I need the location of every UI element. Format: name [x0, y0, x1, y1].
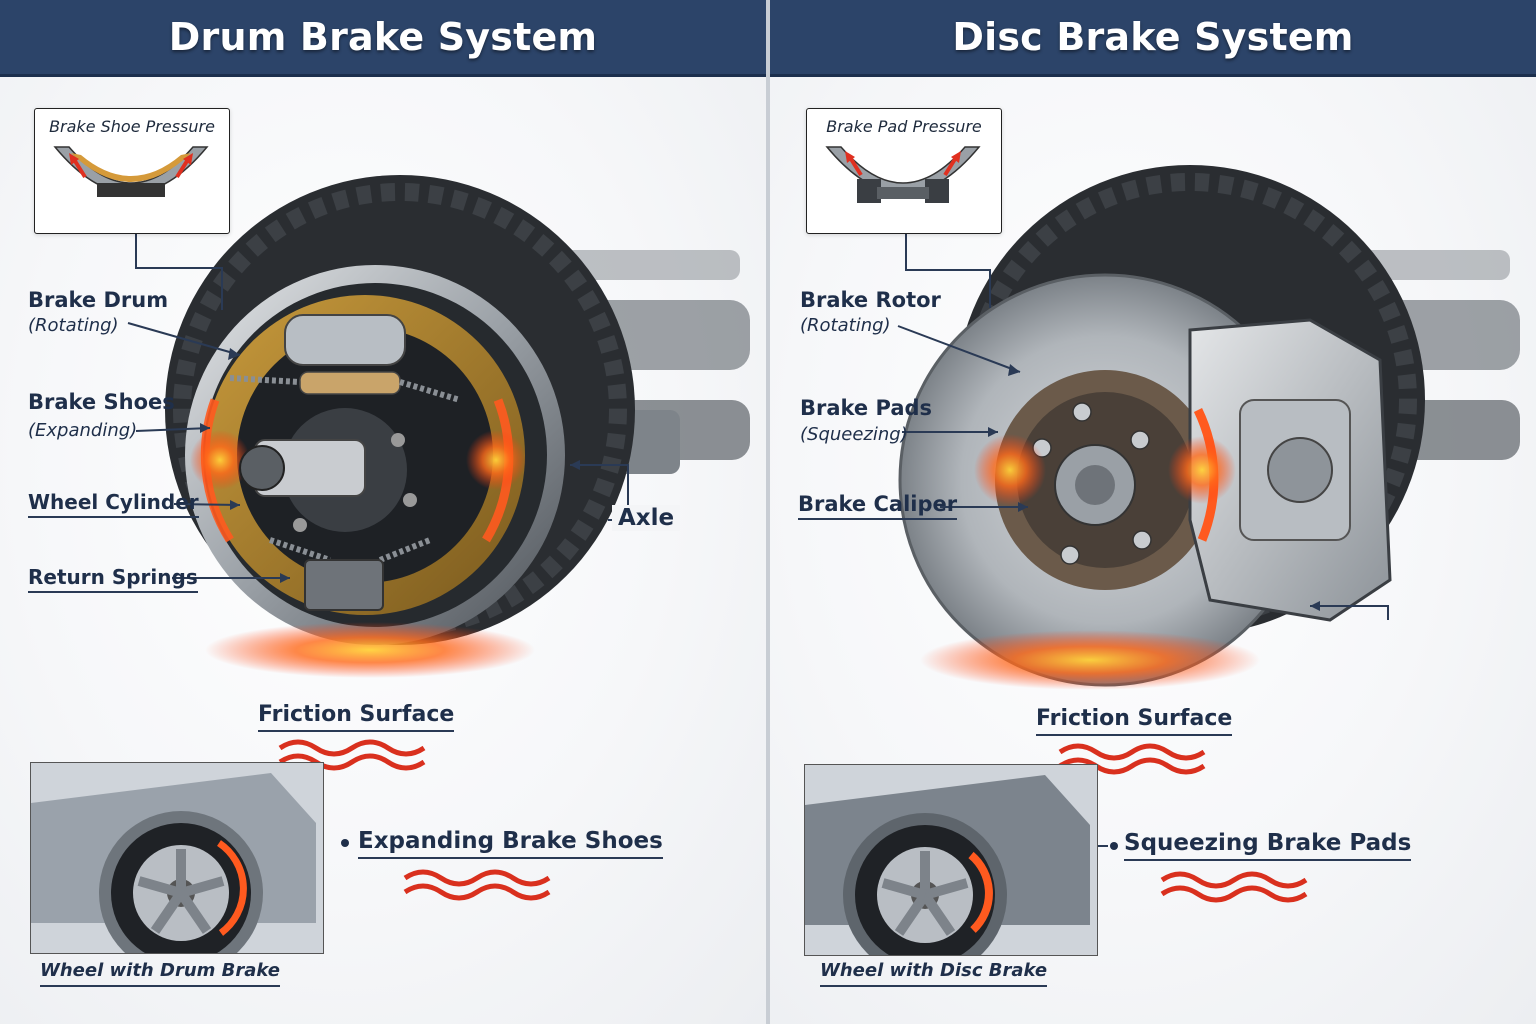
friction-surface-waves [278, 739, 551, 901]
adjuster-block [304, 559, 384, 611]
brake-caliper [1168, 318, 1392, 622]
caption-disc-wheel: Wheel with Disc Brake [820, 960, 1048, 987]
shoe-pressure-diagram [53, 146, 209, 197]
label-brake-rotor: Brake Rotor [800, 288, 941, 312]
disc-car-thumbnail [804, 764, 1098, 956]
feature-bullet [341, 839, 349, 847]
label-brake-pads: Brake Pads [800, 396, 933, 420]
label-friction-surface: Friction Surface [258, 702, 455, 732]
drum-title: Drum Brake System [168, 15, 598, 59]
label-expanding-brake-shoes: Expanding Brake Shoes [358, 828, 663, 859]
disc-header: Disc Brake System [770, 0, 1536, 77]
label-brake-drum-sub: (Rotating) [28, 315, 119, 336]
label-squeezing-brake-pads: Squeezing Brake Pads [1124, 830, 1412, 861]
disc-friction-surface-waves [1058, 743, 1308, 903]
drum-car-thumbnail [30, 762, 324, 954]
label-brake-pads-sub: (Squeezing) [800, 424, 908, 445]
disc-title: Disc Brake System [952, 15, 1354, 59]
disc-leader-lines [897, 234, 1389, 620]
label-axle: Axle [612, 505, 681, 531]
car-disc-illustration [805, 765, 1097, 955]
label-wheel-cylinder: Wheel Cylinder [28, 490, 199, 518]
label-friction-surface-disc: Friction Surface [1036, 706, 1233, 736]
caption-drum-wheel: Wheel with Drum Brake [40, 960, 280, 987]
return-springs [229, 375, 461, 563]
inset-title: Brake Shoe Pressure [49, 117, 215, 136]
label-brake-caliper: Brake Caliper [798, 492, 958, 520]
inset-title-pad: Brake Pad Pressure [826, 117, 982, 136]
label-brake-rotor-sub: (Rotating) [800, 315, 891, 336]
drum-header: Drum Brake System [0, 0, 766, 77]
pad-pressure-diagram [825, 146, 981, 203]
friction-glow [205, 622, 535, 678]
drum-brake-panel: Drum Brake System [0, 0, 766, 1024]
label-brake-shoes: Brake Shoes [28, 390, 175, 414]
pad-pressure-inset: Brake Pad Pressure [806, 108, 1002, 234]
disc-brake-panel: Disc Brake System [770, 0, 1536, 1024]
label-brake-drum: Brake Drum [28, 288, 169, 312]
wheel-cylinder [284, 314, 406, 395]
car-drum-illustration [31, 763, 323, 953]
disc-leader-arrowheads [988, 364, 1320, 611]
hub-spindle [239, 408, 417, 532]
leader-arrowheads [200, 348, 580, 583]
label-return-springs: Return Springs [28, 565, 198, 593]
shoe-pressure-inset: Brake Shoe Pressure [34, 108, 230, 234]
label-brake-shoes-sub: (Expanding) [28, 420, 138, 441]
disc-friction-glow [920, 630, 1260, 690]
panel-divider [766, 0, 770, 1024]
drum-brake-illustration [127, 175, 750, 901]
disc-brake-illustration [897, 165, 1520, 903]
